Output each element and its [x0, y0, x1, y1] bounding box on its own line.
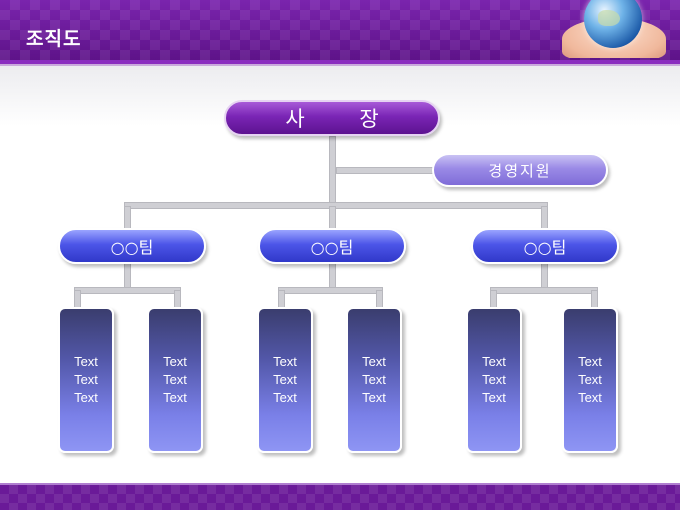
management-support-node: 경영지원 — [432, 153, 608, 187]
connector-team1-down — [124, 262, 131, 290]
connector-team-3 — [541, 206, 548, 230]
footer-bar — [0, 485, 680, 510]
page-title: 조직도 — [26, 28, 82, 50]
team-node-2: ○○팀 — [258, 228, 406, 264]
connector-team-2 — [329, 206, 336, 230]
connector-team3-bar — [490, 287, 598, 294]
globe-in-hands-icon — [558, 0, 668, 58]
connector-ceo-down — [329, 136, 336, 206]
connector-team-1 — [124, 206, 131, 230]
connector-team3-down — [541, 262, 548, 290]
team-node-1: ○○팀 — [58, 228, 206, 264]
ceo-node: 사 장 — [224, 100, 440, 136]
header-divider-light — [0, 64, 680, 66]
connector-horizontal — [124, 202, 548, 209]
footer-divider — [0, 483, 680, 485]
connector-support — [336, 167, 434, 174]
connector-team1-bar — [74, 287, 181, 294]
header-divider — [0, 60, 680, 64]
team-node-3: ○○팀 — [471, 228, 619, 264]
connector-team2-down — [329, 262, 336, 290]
connector-team2-bar — [278, 287, 383, 294]
